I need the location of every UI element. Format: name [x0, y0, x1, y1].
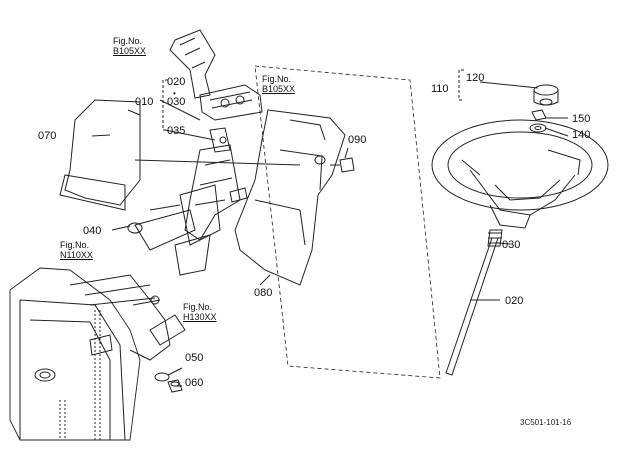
lower-cover-080 [234, 109, 346, 286]
figref-left-number: N110XX [60, 250, 93, 260]
label-120: 120 [466, 72, 485, 84]
label-010: 010 [135, 96, 154, 108]
washer-050 [154, 372, 170, 382]
switch-block [199, 84, 263, 121]
figref-bottom-label: Fig.No. [183, 302, 213, 312]
label-020-lower: 020 [505, 295, 524, 307]
figref-mid-number: B105XX [262, 84, 296, 94]
label-050: 050 [185, 352, 204, 364]
steering-shaft-020 [445, 229, 503, 376]
label-090: 090 [348, 134, 367, 146]
cap-120 [533, 84, 559, 106]
figref-mid-label: Fig.No. [262, 74, 292, 84]
figref-left[interactable]: Fig.No. N110XX [60, 240, 93, 260]
steering-column [174, 127, 248, 276]
nut-150 [531, 109, 547, 121]
tractor-frame [9, 267, 186, 441]
label-060: 060 [185, 377, 204, 389]
figref-bottom-number: H130XX [183, 312, 217, 322]
label-110: 110 [431, 83, 449, 95]
figref-bottom[interactable]: Fig.No. H130XX [183, 302, 217, 322]
group-frame [254, 65, 441, 379]
bolt-090 [330, 157, 355, 173]
bracket-040 [127, 209, 196, 251]
steering-wheel [431, 119, 609, 229]
washer-140 [529, 123, 547, 133]
label-dot: • [173, 89, 176, 98]
label-035: 035 [167, 125, 186, 137]
label-070: 070 [38, 130, 57, 142]
upper-cover-070 [59, 99, 141, 211]
figref-top-number: B105XX [113, 46, 147, 56]
label-080: 080 [254, 287, 273, 299]
figref-top[interactable]: Fig.No. B105XX [113, 36, 146, 56]
figref-mid[interactable]: Fig.No. B105XX [262, 74, 295, 94]
label-040: 040 [83, 225, 102, 237]
figref-left-label: Fig.No. [60, 240, 90, 250]
label-030-upper: 030 [167, 96, 186, 108]
label-150: 150 [572, 113, 591, 125]
label-140: 140 [572, 129, 591, 141]
figref-top-label: Fig.No. [113, 36, 143, 46]
nut-060 [167, 379, 183, 393]
drawing-code: 3C501-101-16 [520, 418, 572, 427]
label-020-upper: 020 [167, 76, 186, 88]
label-030-lower: 030 [502, 239, 521, 251]
control-lever [169, 29, 216, 99]
